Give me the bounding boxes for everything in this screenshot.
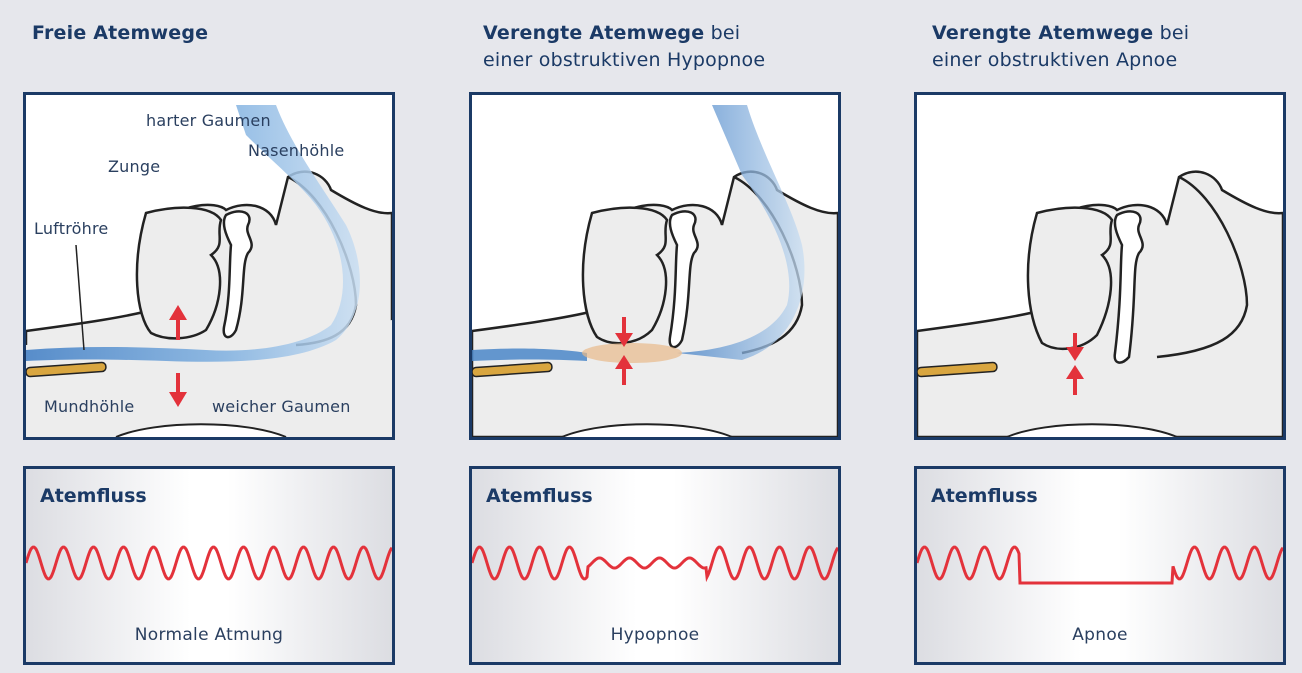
wave-line: [472, 547, 838, 579]
column-title-hypopnea: Verengte Atemwege bei einer obstruktiven…: [483, 20, 765, 74]
column-title-free-bold: Freie Atemwege: [32, 22, 208, 44]
column-title-apnea-rest: bei: [1153, 22, 1189, 44]
tongue-shape: [1028, 208, 1112, 349]
label-hard-palate: harter Gaumen: [146, 111, 271, 130]
label-oral-cavity: Mundhöhle: [44, 397, 134, 416]
flow-panel-normal: Atemfluss Normale Atmung: [23, 466, 395, 665]
flow-panel-apnea: Atemfluss Apnoe: [914, 466, 1286, 665]
flow-title: Atemfluss: [40, 485, 147, 507]
wave-line: [26, 547, 392, 579]
breathing-wave-normal: [26, 529, 392, 599]
flow-title: Atemfluss: [931, 485, 1038, 507]
label-trachea: Luftröhre: [34, 219, 108, 238]
column-title-apnea-bold: Verengte Atemwege: [932, 22, 1153, 44]
anatomy-panel-apnea: [914, 92, 1286, 440]
anatomy-panel-free: harter Gaumen Nasenhöhle Zunge Luftröhre…: [23, 92, 395, 440]
label-tongue: Zunge: [108, 157, 160, 176]
column-title-hypopnea-rest: bei: [704, 22, 740, 44]
column-title-apnea-line2: einer obstruktiven Apnoe: [932, 49, 1177, 71]
flow-caption: Normale Atmung: [26, 625, 392, 645]
airway-illustration-apnea: [917, 95, 1283, 437]
label-soft-palate: weicher Gaumen: [212, 397, 351, 416]
label-nasal-cavity: Nasenhöhle: [248, 141, 344, 160]
column-title-free: Freie Atemwege: [32, 20, 208, 47]
obstruction-glow: [582, 343, 682, 363]
column-title-hypopnea-bold: Verengte Atemwege: [483, 22, 704, 44]
column-title-hypopnea-line2: einer obstruktiven Hypopnoe: [483, 49, 765, 71]
flow-caption: Apnoe: [917, 625, 1283, 645]
airway-illustration-hypopnea: [472, 95, 838, 437]
anatomy-panel-hypopnea: [469, 92, 841, 440]
breathing-wave-apnea: [917, 529, 1283, 599]
breathing-wave-hypopnea: [472, 529, 838, 599]
flow-title: Atemfluss: [486, 485, 593, 507]
column-title-apnea: Verengte Atemwege bei einer obstruktiven…: [932, 20, 1189, 74]
wave-line: [917, 547, 1283, 583]
flow-caption: Hypopnoe: [472, 625, 838, 645]
flow-panel-hypopnea: Atemfluss Hypopnoe: [469, 466, 841, 665]
